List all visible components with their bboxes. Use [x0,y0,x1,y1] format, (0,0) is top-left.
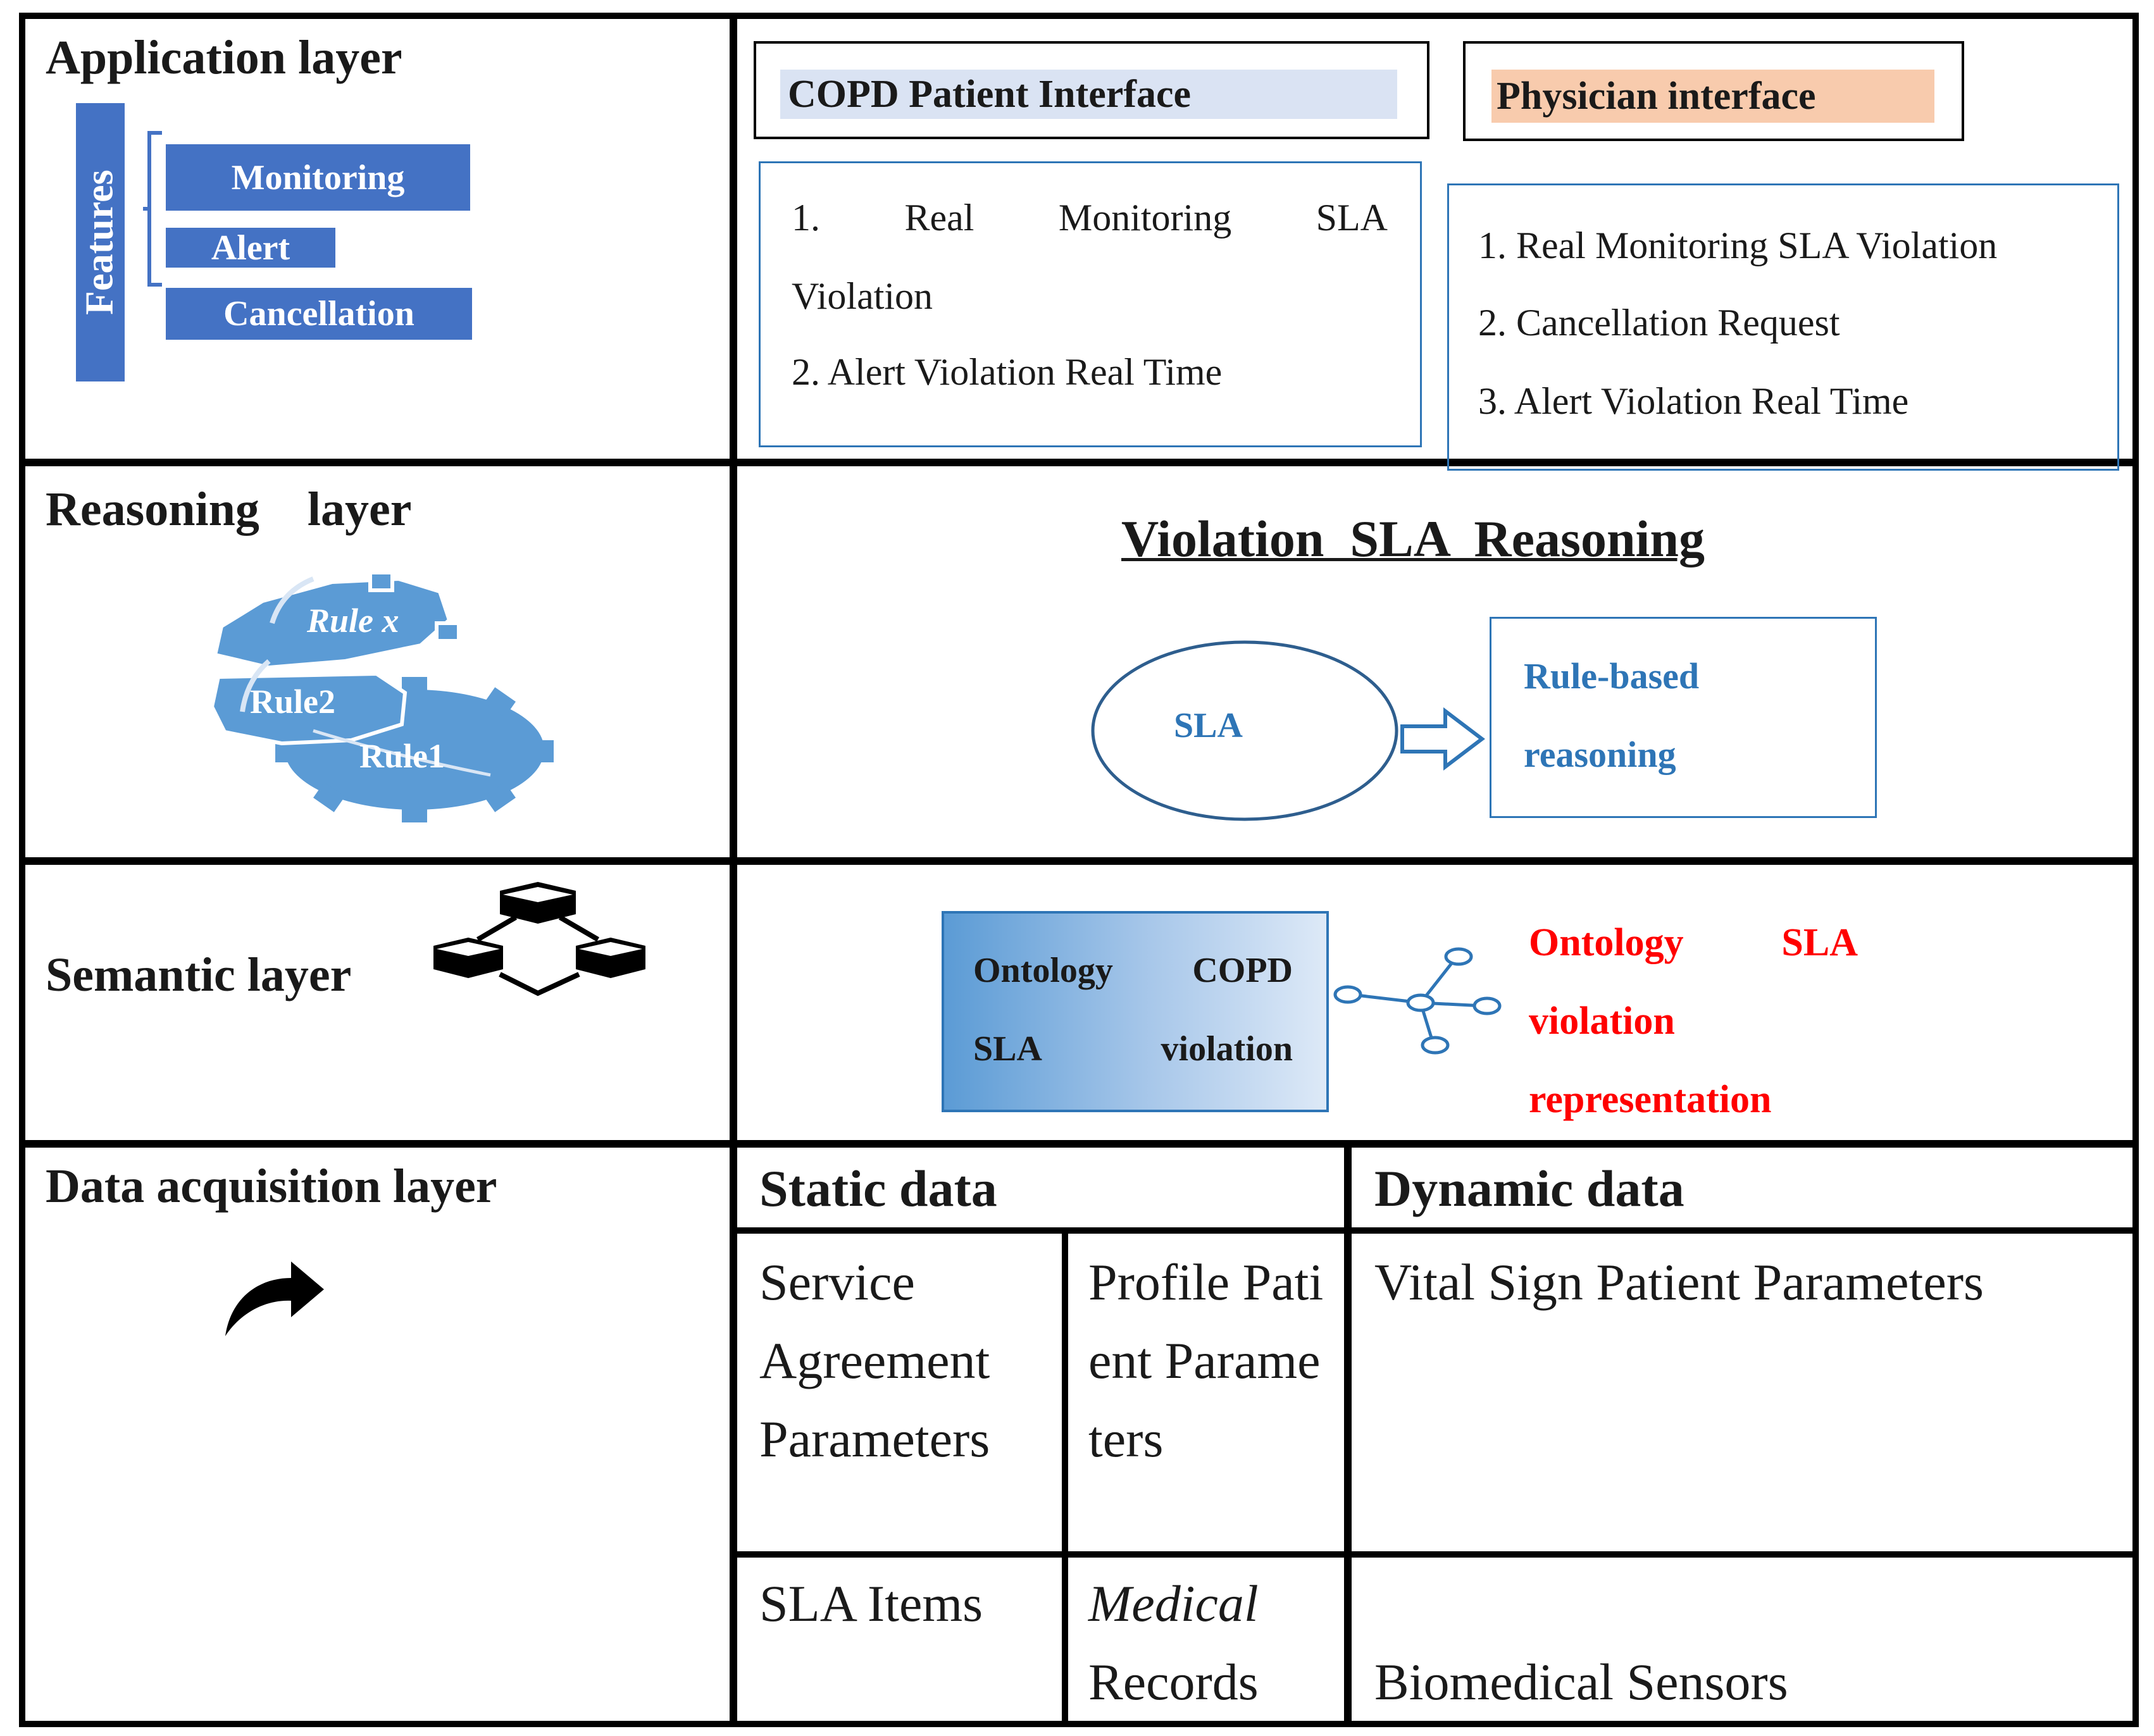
physician-item-1: 1. Real Monitoring SLA Violation [1478,225,1998,266]
features-bar [76,103,125,381]
medical-records-italic: Medical [1088,1575,1259,1632]
vertical-divider [730,13,737,1727]
physician-item-3: 3. Alert Violation Real Time [1478,380,1909,422]
service-agreement-cell: Service Agreement Parameters [759,1253,990,1468]
features-bracket [143,131,162,287]
patient-item-1: 1. Real Monitoring SLA Violation [792,197,1388,317]
ontology-box [942,911,1329,1112]
gears-icon [209,571,554,822]
vital-sign-cell: Vital Sign Patient Parameters [1374,1253,1984,1311]
physician-interface-title: Physician interface [1491,70,1934,123]
data-acquisition-title: Data acquisition layer [46,1160,497,1213]
curved-arrow-icon [225,1262,324,1336]
physician-interface-box [1463,41,1964,141]
profile-patient-cell: Profile Patient Parameters [1088,1253,1324,1468]
rule-based-box [1490,617,1877,818]
sla-items-cell: SLA Items [759,1575,983,1632]
patient-interface-title: COPD Patient Interface [780,70,1397,119]
physician-item-2: 2. Cancellation Request [1478,302,1840,344]
sla-ellipse [1091,640,1398,821]
biomedical-sensors-cell: Biomedical Sensors [1374,1653,1788,1711]
sla-label: SLA [1174,706,1243,745]
static-dynamic-divider [1344,1142,1352,1727]
rule-based-label: Rule-based reasoning [1524,655,1700,775]
features-label: Features [78,170,121,315]
physician-interface-title-text: Physician interface [1497,74,1816,118]
reasoning-layer-title: Reasoning layer [46,483,412,536]
row-divider-2 [19,857,2139,865]
table-header-rule [734,1227,2139,1234]
patient-interface-box [754,41,1429,139]
network-blocks-icon [433,882,645,996]
gear-rule-x: Rule x [307,602,399,640]
network-graph-icon [1333,947,1502,1055]
static-data-header: Static data [759,1160,997,1217]
patient-item-2: 2. Alert Violation Real Time [792,351,1223,393]
reasoning-heading: Violation SLA Reasoning [1121,510,1705,567]
feature-alert: Alert [166,228,335,268]
feature-cancellation: Cancellation [166,288,472,340]
gear-rule-1: Rule1 [359,737,445,775]
application-layer-title: Application layer [46,31,402,84]
ontology-box-label: Ontology COPD SLA violation [973,951,1293,1069]
physician-items-box [1447,183,2119,471]
medical-records-cell: Medical Records [1088,1565,1329,1721]
gear-rule-2: Rule2 [250,683,335,721]
outer-frame [19,13,2139,1727]
table-row-rule [734,1551,2139,1558]
static-inner-divider [1062,1231,1068,1727]
ontology-representation: Ontology SLA violation representation [1529,921,1858,1121]
semantic-layer-title: Semantic layer [46,948,352,1001]
row-divider-3 [19,1140,2139,1148]
dynamic-data-header: Dynamic data [1374,1160,1684,1217]
right-arrow-icon [1400,707,1485,771]
row-divider-1 [19,459,2139,466]
patient-interface-title-text: COPD Patient Interface [788,72,1192,116]
patient-items-box [759,161,1422,447]
feature-monitoring: Monitoring [166,144,470,211]
medical-records-rest: Records [1088,1653,1259,1711]
